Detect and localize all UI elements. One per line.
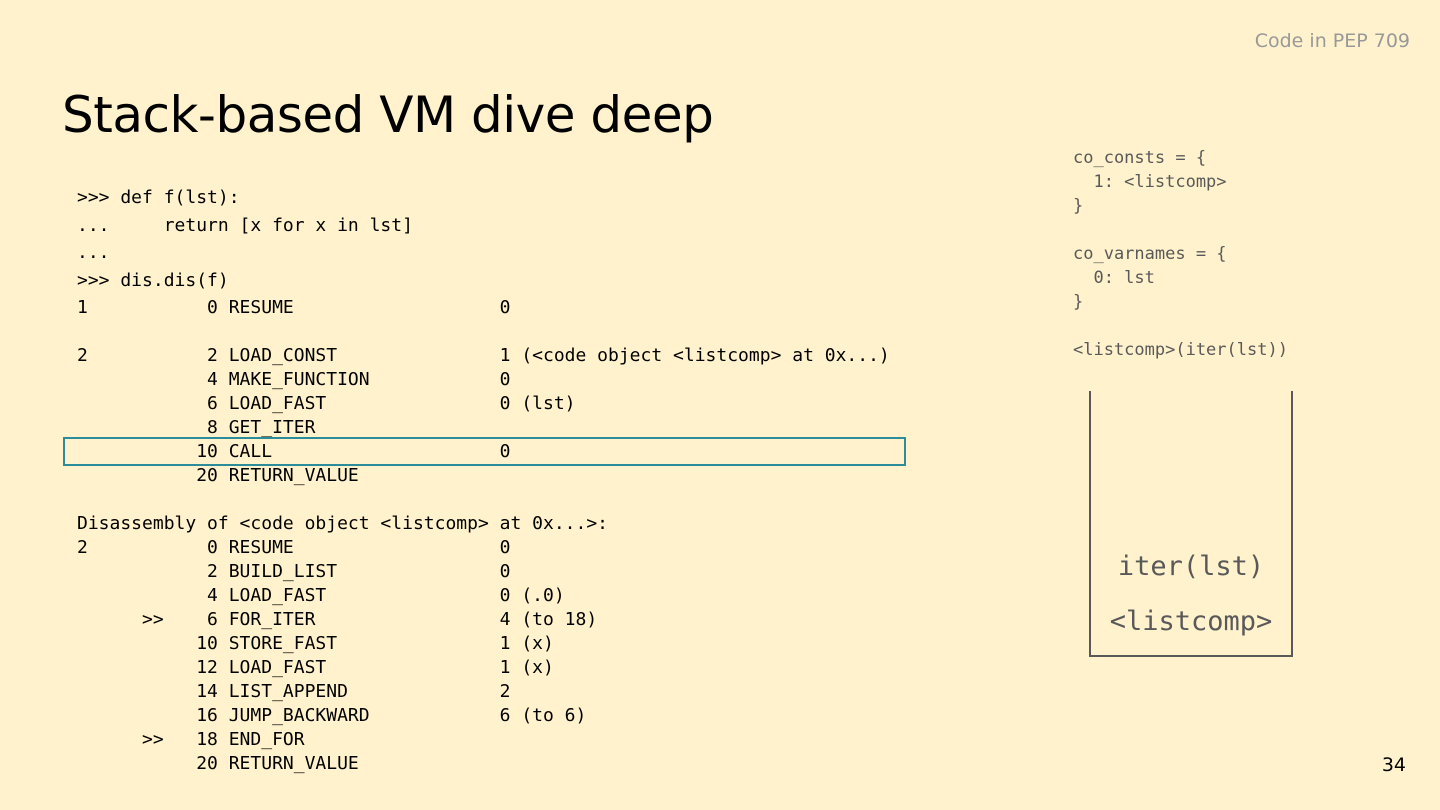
- code-line: 2 0 RESUME 0: [77, 537, 511, 558]
- side-code-line: [1073, 314, 1288, 338]
- vm-stack-diagram: iter(lst) <listcomp>: [1089, 391, 1293, 657]
- code-line: Disassembly of <code object <listcomp> a…: [77, 513, 609, 534]
- code-line: 4 MAKE_FUNCTION 0: [77, 369, 511, 390]
- code-line: ...: [77, 242, 110, 264]
- code-line: 14 LIST_APPEND 2: [77, 681, 511, 702]
- code-object-info: co_consts = { 1: <listcomp>} co_varnames …: [1073, 146, 1288, 362]
- code-line: 8 GET_ITER: [77, 417, 316, 438]
- code-line: 1 0 RESUME 0: [77, 297, 511, 318]
- current-instruction-highlight: [63, 437, 906, 466]
- code-line: [77, 320, 890, 344]
- code-line: 2 2 LOAD_CONST 1 (<code object <listcomp…: [77, 345, 890, 366]
- stack-item-top: iter(lst): [1117, 551, 1265, 582]
- code-line: 16 JUMP_BACKWARD 6 (to 6): [77, 705, 587, 726]
- code-line: >>> dis.dis(f): [77, 270, 229, 292]
- page-number: 34: [1381, 754, 1406, 776]
- side-code-line: 0: lst: [1073, 268, 1155, 288]
- code-line: [77, 488, 890, 512]
- stack-item-bottom: <listcomp>: [1109, 606, 1273, 637]
- code-line: 20 RETURN_VALUE: [77, 465, 359, 486]
- repl-code-block: >>> def f(lst): ... return [x for x in ls…: [77, 184, 413, 295]
- code-line: 2 BUILD_LIST 0: [77, 561, 511, 582]
- slide-title: Stack-based VM dive deep: [62, 86, 714, 144]
- side-code-line: <listcomp>(iter(lst)): [1073, 340, 1288, 360]
- side-code-line: 1: <listcomp>: [1073, 172, 1227, 192]
- side-code-line: [1073, 218, 1288, 242]
- side-code-line: co_varnames = {: [1073, 244, 1227, 264]
- code-line: ... return [x for x in lst]: [77, 214, 413, 236]
- side-code-line: }: [1073, 292, 1084, 312]
- code-line-highlighted: 10 CALL 0: [77, 441, 511, 462]
- code-line: >> 18 END_FOR: [77, 729, 305, 750]
- code-line: >>> def f(lst):: [77, 187, 240, 208]
- code-line: 10 STORE_FAST 1 (x): [77, 633, 554, 654]
- code-line: 6 LOAD_FAST 0 (lst): [77, 393, 576, 414]
- corner-label: Code in PEP 709: [1254, 30, 1410, 52]
- code-line: 20 RETURN_VALUE: [77, 753, 359, 774]
- code-line: 4 LOAD_FAST 0 (.0): [77, 585, 565, 606]
- side-code-line: co_consts = {: [1073, 148, 1207, 168]
- code-line: >> 6 FOR_ITER 4 (to 18): [77, 609, 598, 630]
- code-line: 12 LOAD_FAST 1 (x): [77, 657, 554, 678]
- side-code-line: }: [1073, 196, 1084, 216]
- disassembly-code-block: 1 0 RESUME 0 2 2 LOAD_CONST 1 (<code obje…: [77, 296, 890, 776]
